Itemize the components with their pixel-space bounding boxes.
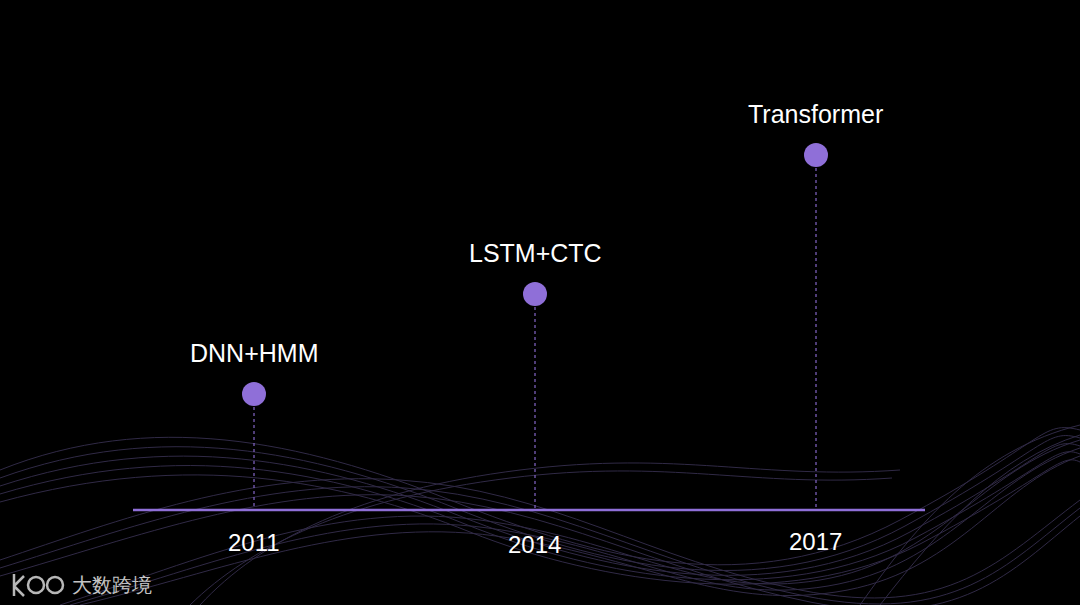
watermark-text: 大数跨境 xyxy=(72,574,152,597)
milestone-node: DNN+HMM xyxy=(190,339,318,406)
logo-mark xyxy=(14,574,63,596)
wave-lines xyxy=(0,425,1080,605)
milestone-label: LSTM+CTC xyxy=(469,239,602,268)
milestone-node: LSTM+CTC xyxy=(469,239,602,306)
year-label: 2011 xyxy=(228,529,280,557)
dashed-stems xyxy=(254,168,816,510)
timeline-axis xyxy=(133,509,925,512)
milestone-label: DNN+HMM xyxy=(190,339,318,368)
year-label: 2017 xyxy=(789,528,842,556)
milestone-label: Transformer xyxy=(748,100,883,129)
milestone-dot xyxy=(804,143,828,167)
milestone-node: Transformer xyxy=(748,100,883,167)
milestone-dot xyxy=(242,382,266,406)
year-label: 2014 xyxy=(508,531,561,559)
milestone-dot xyxy=(523,282,547,306)
